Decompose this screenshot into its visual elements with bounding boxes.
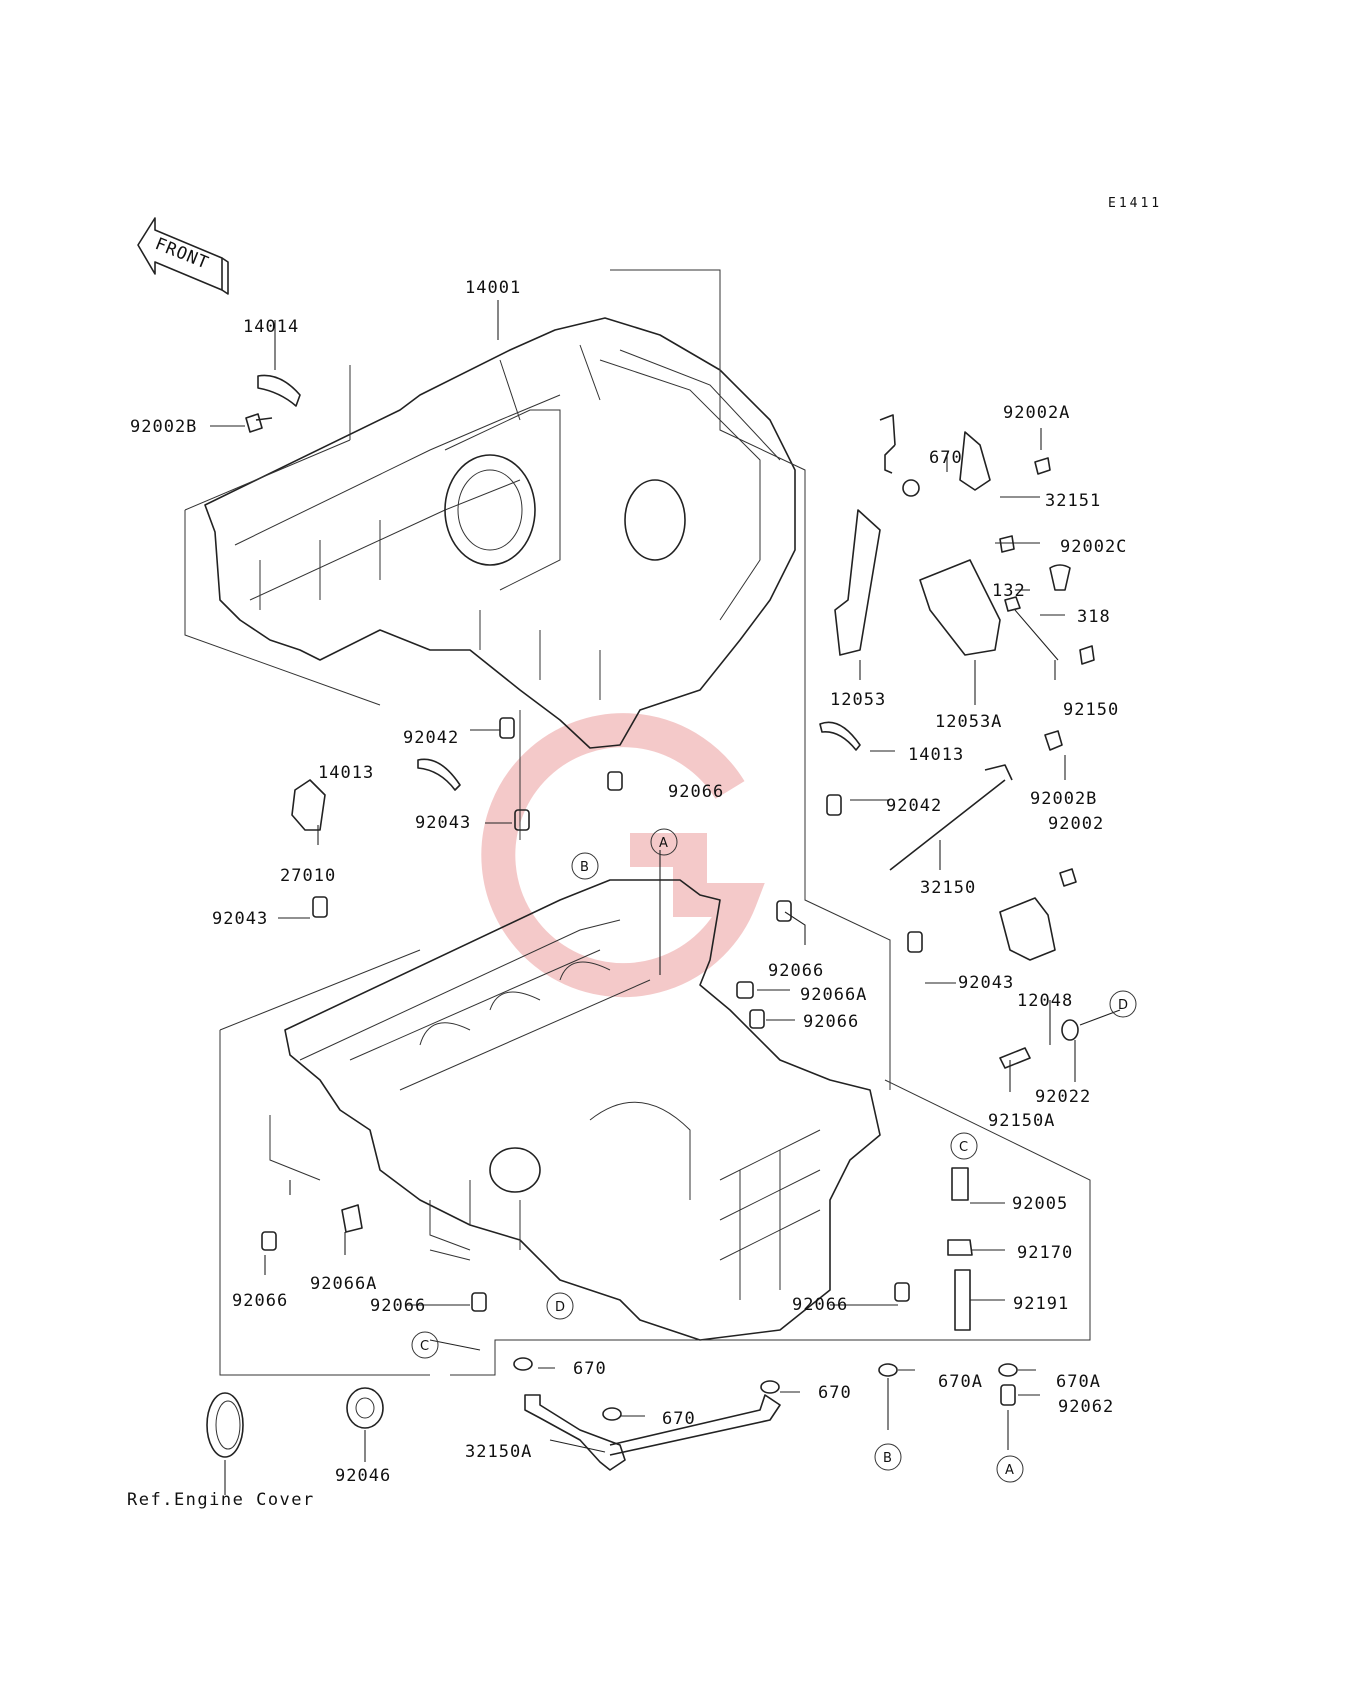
label-92066a-r: 92066A xyxy=(800,985,867,1005)
callout-d-right: D xyxy=(1109,990,1137,1018)
part-labels: 14001 14014 92002B 92002A 670 32151 9200… xyxy=(127,278,1127,1510)
callout-b-top: B xyxy=(571,852,599,880)
svg-text:C: C xyxy=(959,1140,968,1155)
label-92002b-right: 92002B xyxy=(1030,789,1097,809)
label-92043-left: 92043 xyxy=(212,909,268,929)
label-92150: 92150 xyxy=(1063,700,1119,720)
label-12048: 12048 xyxy=(1017,991,1073,1011)
front-label: FRONT xyxy=(152,234,212,274)
label-14013-left: 14013 xyxy=(318,763,374,783)
callout-a-top: A xyxy=(650,828,678,856)
label-92002c: 92002C xyxy=(1060,537,1127,557)
leader-lines xyxy=(210,300,1121,1495)
svg-text:C: C xyxy=(420,1339,429,1354)
callout-c-bottom: C xyxy=(411,1331,439,1359)
front-arrow-icon: FRONT xyxy=(137,217,229,295)
label-92170: 92170 xyxy=(1017,1243,1073,1263)
lower-crankcase xyxy=(284,879,881,1341)
svg-text:A: A xyxy=(659,836,668,851)
label-92002a: 92002A xyxy=(1003,403,1070,423)
label-92005: 92005 xyxy=(1012,1194,1068,1214)
label-32150: 32150 xyxy=(920,878,976,898)
label-92066-mid: 92066 xyxy=(668,782,724,802)
label-670-b2: 670 xyxy=(818,1383,852,1403)
label-92042-left: 92042 xyxy=(403,728,459,748)
diagram-code: E1411 xyxy=(1108,196,1162,211)
svg-text:B: B xyxy=(580,860,589,875)
label-670-b3: 670 xyxy=(662,1409,696,1429)
label-670a-1: 670A xyxy=(938,1372,983,1392)
label-318: 318 xyxy=(1077,607,1111,627)
label-27010: 27010 xyxy=(280,866,336,886)
label-92046: 92046 xyxy=(335,1466,391,1486)
label-132: 132 xyxy=(992,581,1026,601)
callout-b-bottom: B xyxy=(874,1443,902,1471)
svg-text:A: A xyxy=(1005,1463,1014,1478)
label-92066a-bl: 92066A xyxy=(310,1274,377,1294)
label-92191: 92191 xyxy=(1013,1294,1069,1314)
callout-d-bottom: D xyxy=(546,1292,574,1320)
label-670a-2: 670A xyxy=(1056,1372,1101,1392)
label-12053a: 12053A xyxy=(935,712,1002,732)
callout-markers: A B D C D C B A xyxy=(411,828,1137,1483)
label-92062: 92062 xyxy=(1058,1397,1114,1417)
label-32151: 32151 xyxy=(1045,491,1101,511)
label-670-b1: 670 xyxy=(573,1359,607,1379)
label-92066-bc: 92066 xyxy=(370,1296,426,1316)
label-92066-br: 92066 xyxy=(792,1295,848,1315)
label-14001: 14001 xyxy=(465,278,521,298)
label-92002: 92002 xyxy=(1048,814,1104,834)
label-14014: 14014 xyxy=(243,317,299,337)
callout-c-right: C xyxy=(950,1132,978,1160)
svg-text:D: D xyxy=(1118,998,1128,1013)
watermark-logo: G xyxy=(481,713,765,998)
svg-text:B: B xyxy=(883,1451,892,1466)
upper-crankcase xyxy=(204,317,796,749)
label-92022: 92022 xyxy=(1035,1087,1091,1107)
label-92150a: 92150A xyxy=(988,1111,1055,1131)
label-92066-bl: 92066 xyxy=(232,1291,288,1311)
label-670-top: 670 xyxy=(929,448,963,468)
svg-text:D: D xyxy=(555,1300,565,1315)
small-parts xyxy=(206,374,1095,1471)
label-32150a: 32150A xyxy=(465,1442,532,1462)
label-92066-r2: 92066 xyxy=(803,1012,859,1032)
label-14013-right: 14013 xyxy=(908,745,964,765)
callout-a-bottom: A xyxy=(996,1455,1024,1483)
reference-engine-cover: Ref.Engine Cover xyxy=(127,1490,315,1510)
label-92042-right: 92042 xyxy=(886,796,942,816)
label-92066-r1: 92066 xyxy=(768,961,824,981)
label-92043-right: 92043 xyxy=(958,973,1014,993)
assembly-frames xyxy=(184,269,1091,1376)
label-12053: 12053 xyxy=(830,690,886,710)
label-92043-top: 92043 xyxy=(415,813,471,833)
label-92002b-top: 92002B xyxy=(130,417,197,437)
